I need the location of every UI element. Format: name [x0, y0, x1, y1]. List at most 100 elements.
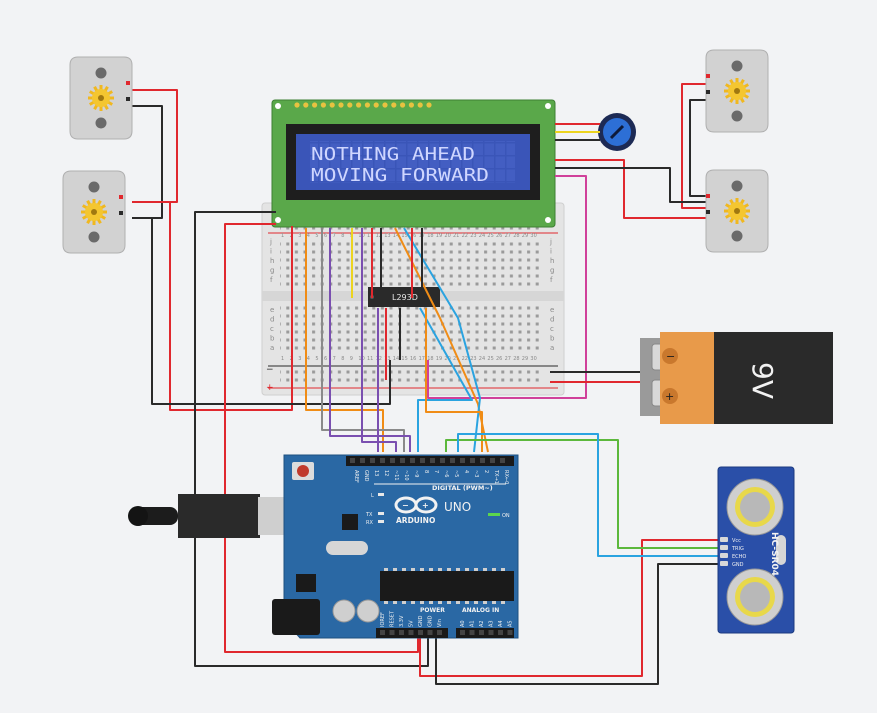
power-pin[interactable] — [437, 630, 442, 635]
motor-terminal[interactable] — [119, 211, 123, 215]
digital-pin[interactable] — [440, 458, 445, 463]
power-jack[interactable] — [272, 599, 320, 635]
motor-terminal[interactable] — [706, 194, 710, 198]
lcd-pin[interactable] — [373, 102, 379, 108]
lcd-pin[interactable] — [320, 102, 326, 108]
digital-pin[interactable] — [450, 458, 455, 463]
column-number: 14 — [393, 356, 399, 362]
sensor-pin[interactable] — [720, 545, 728, 550]
wire-arduino-gnd-black[interactable] — [194, 211, 429, 667]
terminal-strip-bottom[interactable] — [280, 306, 542, 354]
wire-lcd-blue-1[interactable] — [403, 227, 481, 453]
power-pin[interactable] — [389, 630, 395, 635]
lcd-pin[interactable] — [364, 102, 370, 108]
lcd-pin[interactable] — [303, 102, 309, 108]
digital-pin[interactable] — [410, 458, 415, 463]
lcd-pin[interactable] — [408, 102, 414, 108]
wire-motor-bl-red[interactable] — [132, 201, 293, 411]
digital-header-pins[interactable] — [350, 458, 505, 463]
digital-pin[interactable] — [370, 458, 375, 463]
lcd-pin[interactable] — [391, 102, 397, 108]
wire-motor-br-black[interactable] — [555, 167, 707, 203]
motor-terminal[interactable] — [126, 97, 130, 101]
digital-pin[interactable] — [360, 458, 365, 463]
digital-pin[interactable] — [490, 458, 495, 463]
digital-pin[interactable] — [420, 458, 425, 463]
analog-pin[interactable] — [469, 630, 475, 635]
wire-chip-orange[interactable] — [425, 308, 483, 452]
sensor-pin[interactable] — [720, 553, 728, 558]
power-pin-label: RESET — [390, 610, 396, 627]
digital-pin[interactable] — [390, 458, 395, 463]
usb-plug[interactable] — [178, 494, 260, 538]
power-pin[interactable] — [408, 630, 414, 635]
power-pin[interactable] — [427, 630, 433, 635]
dc-motor[interactable] — [705, 49, 769, 133]
potentiometer[interactable] — [598, 113, 636, 151]
wire-lcd-magenta[interactable] — [427, 175, 587, 399]
wire-motor-tr-red[interactable] — [681, 83, 707, 209]
analog-pin[interactable] — [460, 630, 465, 635]
analog-pin[interactable] — [479, 630, 484, 635]
wire-sensor-trig-green[interactable] — [445, 439, 718, 549]
wire-sensor-echo-blue[interactable] — [457, 433, 718, 557]
lcd-module[interactable]: NOTHING AHEAD MOVING FORWARD — [271, 99, 556, 228]
analog-pin[interactable] — [507, 630, 513, 635]
power-pin[interactable] — [418, 630, 423, 635]
wire-motor-bl-black[interactable] — [132, 217, 391, 405]
power-pin[interactable] — [380, 630, 385, 635]
lcd-pin[interactable] — [382, 102, 388, 108]
lcd-pin[interactable] — [338, 102, 344, 108]
digital-pin[interactable] — [460, 458, 465, 463]
wire-motor-br-red[interactable] — [555, 159, 707, 219]
analog-pin[interactable] — [488, 630, 494, 635]
lcd-pin[interactable] — [356, 102, 362, 108]
digital-pin[interactable] — [500, 458, 505, 463]
dc-motor[interactable] — [62, 170, 126, 254]
lcd-pin[interactable] — [294, 102, 300, 108]
motor-terminal[interactable] — [126, 81, 130, 85]
digital-pin[interactable] — [430, 458, 435, 463]
lcd-header-pins[interactable] — [294, 102, 432, 108]
lcd-pin[interactable] — [347, 102, 353, 108]
wire-chip-blue[interactable] — [417, 307, 473, 452]
sensor-pin[interactable] — [720, 561, 728, 566]
digital-pin[interactable] — [470, 458, 475, 463]
analog-header[interactable] — [456, 628, 514, 638]
wires[interactable] — [132, 83, 718, 685]
lcd-pin[interactable] — [329, 102, 335, 108]
lcd-pin[interactable] — [312, 102, 318, 108]
arduino-logo-text: ARDUINO — [396, 516, 435, 525]
digital-pin[interactable] — [400, 458, 405, 463]
dc-motor[interactable] — [69, 56, 133, 140]
wire-sensor-vcc-red[interactable] — [419, 539, 718, 677]
wire-motor-tr-black[interactable] — [689, 99, 707, 197]
lcd-pin[interactable] — [417, 102, 423, 108]
dc-motor[interactable] — [705, 169, 769, 253]
wire-arduino-5v-red[interactable] — [224, 223, 419, 653]
digital-pin-label: 7 — [433, 470, 439, 473]
battery-9v[interactable]: − + 9V — [640, 332, 833, 424]
digital-pin[interactable] — [350, 458, 355, 463]
analog-pin[interactable] — [498, 630, 503, 635]
capacitor-2 — [356, 599, 380, 623]
motor-terminal[interactable] — [119, 195, 123, 199]
motor-terminal[interactable] — [706, 74, 710, 78]
digital-pin[interactable] — [480, 458, 485, 463]
motor-terminal[interactable] — [706, 210, 710, 214]
wire-sensor-gnd-black[interactable] — [435, 563, 718, 685]
sensor-pin[interactable] — [720, 537, 728, 542]
power-rail-bottom[interactable] — [280, 369, 542, 385]
motor-terminal[interactable] — [706, 90, 710, 94]
power-pin[interactable] — [399, 630, 404, 635]
lcd-pin[interactable] — [400, 102, 406, 108]
bottom-header-pins[interactable] — [380, 630, 513, 635]
lcd-pin[interactable] — [426, 102, 432, 108]
power-label: POWER — [420, 607, 445, 614]
digital-pin[interactable] — [380, 458, 385, 463]
wire-lcd-purple-1[interactable] — [329, 228, 411, 452]
column-number: 25 — [487, 233, 493, 239]
